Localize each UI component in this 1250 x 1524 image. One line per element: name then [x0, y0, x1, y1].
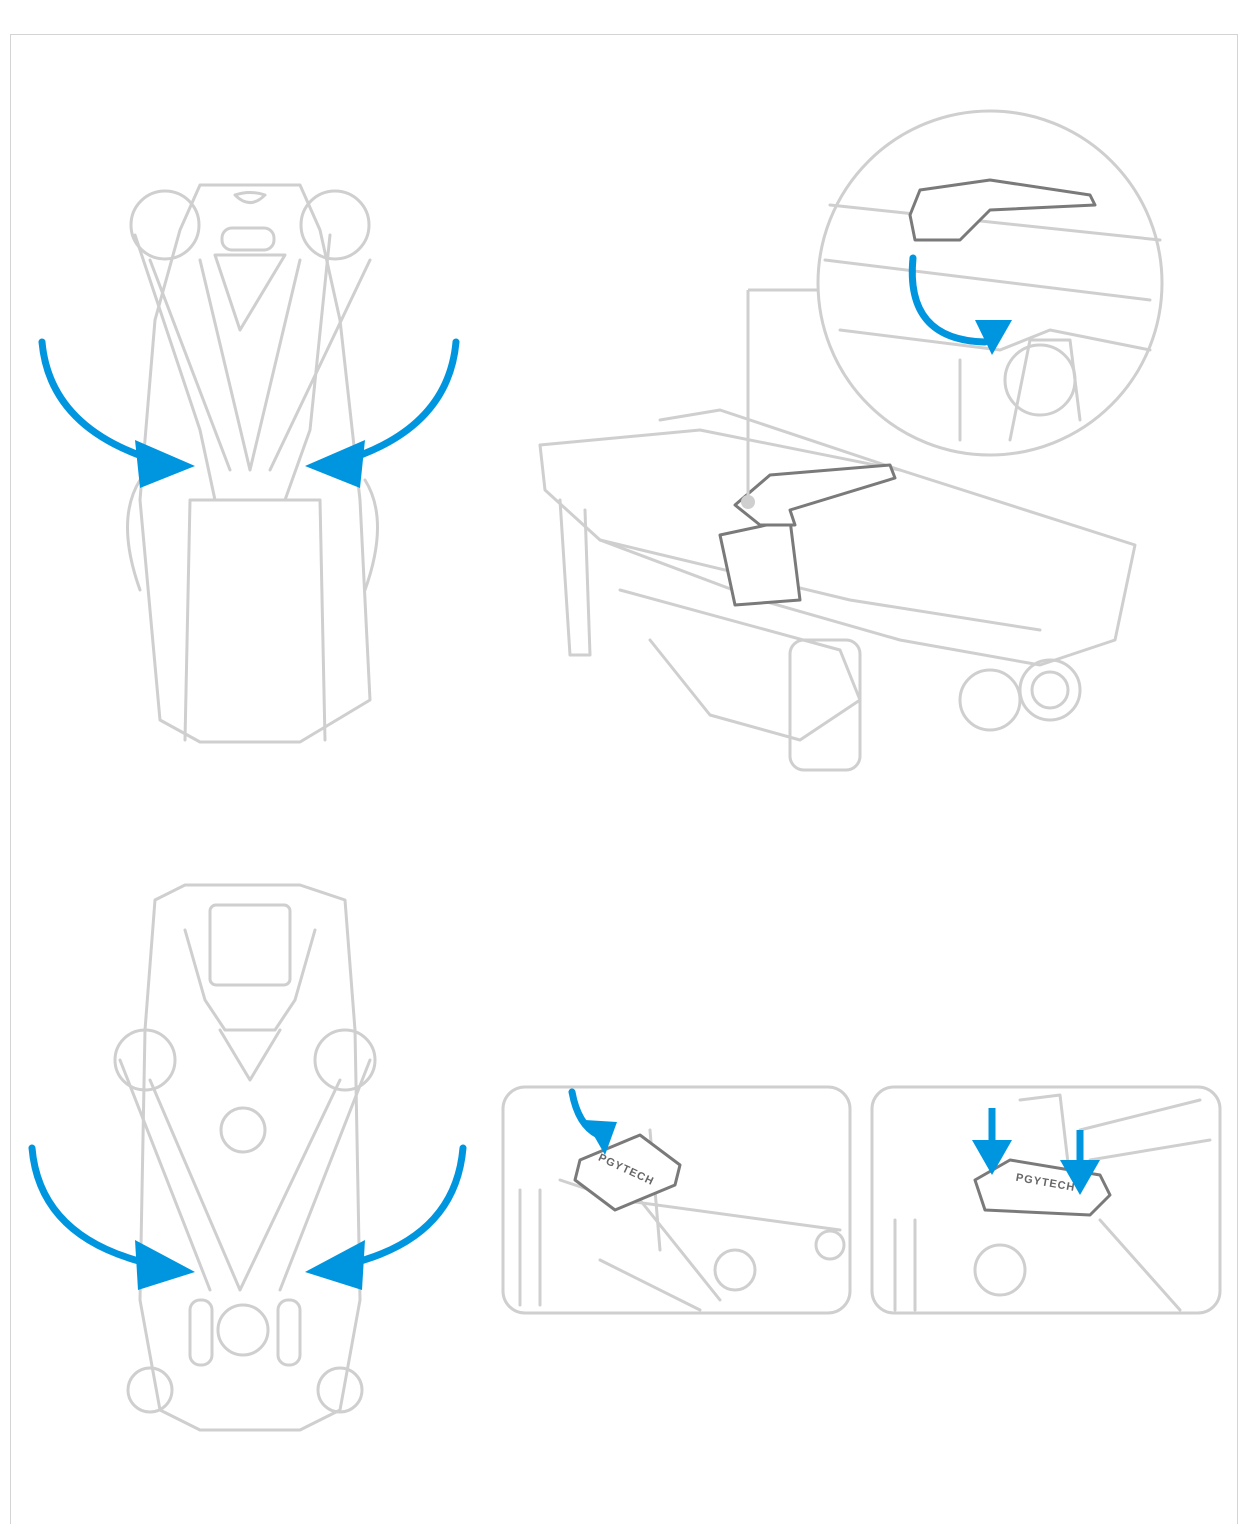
- instruction-frame: [10, 34, 1238, 1524]
- drone-side-view-icon: [538, 109, 1164, 772]
- drone-top-view-icon: [38, 183, 460, 744]
- clip-slide-icon: PGYTECH: [501, 1085, 852, 1315]
- drone-bottom-view-icon: [28, 883, 467, 1432]
- clip-press-icon: PGYTECH: [870, 1085, 1222, 1315]
